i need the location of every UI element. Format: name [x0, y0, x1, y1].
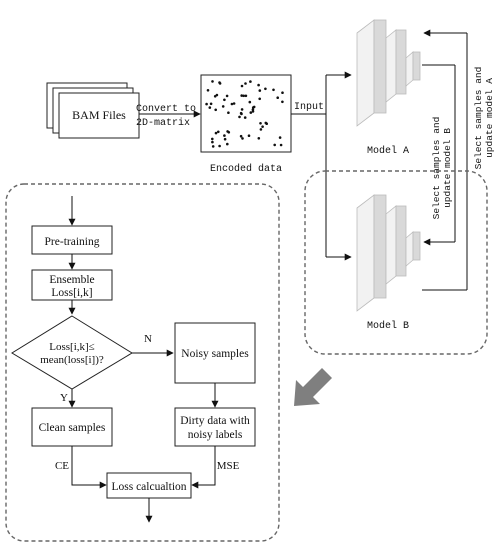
update-loops: [422, 29, 468, 291]
encoded-dot: [240, 84, 244, 88]
encoded-dot: [248, 100, 252, 104]
model-a-block: [356, 19, 421, 127]
dirty-data-label-line2: noisy labels: [188, 429, 243, 441]
input-label: Input: [294, 102, 324, 113]
bam-files-stack: BAM Files: [46, 82, 140, 139]
encoded-dot: [247, 134, 251, 137]
decision-label-line2: mean(loss[i])?: [40, 354, 104, 366]
encoded-dot: [214, 108, 217, 112]
mse-label: MSE: [217, 460, 240, 472]
encoded-dot: [239, 134, 243, 138]
encoded-dot: [206, 89, 210, 92]
input-connectors: [291, 71, 352, 261]
encoded-dot: [252, 105, 256, 109]
encoded-dot: [221, 105, 225, 108]
encoded-dot: [279, 143, 283, 147]
clean-samples-label: Clean samples: [39, 422, 106, 434]
convert-label-line2: 2D-matrix: [136, 117, 190, 129]
encoded-dot: [217, 130, 220, 134]
encoded-dot: [211, 145, 215, 148]
pretraining-label: Pre-training: [45, 236, 100, 248]
encoded-dot: [251, 110, 255, 113]
update-model-b-line2: update model B: [442, 128, 453, 208]
encoded-dot: [272, 88, 275, 92]
encoded-dot: [226, 130, 229, 133]
ce-label: CE: [55, 460, 69, 472]
encoded-dot: [211, 140, 214, 144]
encoded-dot: [244, 94, 248, 98]
clean-to-loss-arrow: [71, 446, 107, 489]
pretraining-box: [31, 225, 113, 255]
encoded-dot: [257, 137, 261, 140]
encoded-data-matrix: [200, 74, 292, 153]
encoded-dot: [239, 111, 243, 115]
encoded-dot: [249, 111, 253, 114]
encoded-dot: [223, 134, 226, 137]
no-branch-label: N: [144, 333, 152, 345]
dirty-data-box: [174, 407, 256, 447]
model-b-block: [356, 194, 421, 312]
update-model-a-line1: Select samples and: [473, 67, 484, 170]
encoded-dot: [205, 102, 208, 106]
decision-label-line1: Loss[i,k]≤: [49, 341, 94, 353]
encoded-dot: [208, 106, 212, 109]
encoded-dot: [226, 142, 229, 146]
encoded-dot: [259, 122, 262, 125]
encoded-dot: [240, 108, 244, 111]
encoded-dot: [232, 102, 236, 105]
encoded-data-dots: [205, 80, 284, 148]
encoded-dot: [238, 115, 241, 119]
encoded-dot: [264, 87, 267, 91]
dirty-to-loss-arrow: [191, 446, 216, 489]
ensemble-label-line2: Loss[i,k]: [51, 287, 92, 299]
encoded-dot: [243, 116, 247, 119]
encoded-dot: [276, 96, 280, 99]
encoded-dot: [242, 94, 245, 98]
model-b-label: Model B: [367, 320, 409, 332]
encoded-dot: [215, 93, 219, 97]
ensemble-label-line1: Ensemble: [49, 274, 94, 286]
encoded-dot: [259, 128, 263, 131]
encoded-dot: [218, 144, 221, 148]
dirty-data-label-line1: Dirty data with: [180, 415, 250, 427]
encoded-dot: [209, 102, 213, 106]
encoded-dot: [241, 137, 244, 140]
noisy-samples-box: [174, 322, 256, 384]
encoded-dot: [244, 82, 247, 85]
encoded-dot: [261, 125, 264, 128]
encoded-dot: [211, 80, 214, 83]
encoded-dot: [258, 89, 262, 92]
update-model-a-line2: update model A: [484, 78, 495, 158]
encoded-dot: [230, 102, 234, 106]
encoded-dot: [225, 94, 229, 98]
update-model-b-line1: Select samples and: [431, 117, 442, 220]
encoded-dot: [273, 143, 277, 147]
bam-files-label: BAM Files: [72, 108, 126, 122]
model-a-label: Model A: [367, 145, 409, 157]
yes-branch-label: Y: [60, 392, 68, 404]
encoded-dot: [249, 80, 252, 83]
encoded-dot: [278, 136, 282, 139]
loss-calculation-label: Loss calcualtion: [111, 481, 186, 493]
encoded-dot: [223, 137, 227, 141]
model-b-dashed-group: [304, 170, 488, 355]
training-flowchart-group: [5, 183, 280, 542]
encoded-dot: [281, 91, 284, 94]
encoded-dot: [214, 131, 218, 135]
encoded-dot: [258, 97, 262, 101]
encoded-dot: [218, 81, 221, 84]
encoded-dot: [211, 137, 214, 141]
encoded-data-label: Encoded data: [210, 163, 282, 175]
encoded-dot: [281, 100, 284, 104]
encoded-dot: [223, 98, 226, 102]
encoded-dot: [240, 94, 243, 97]
encoded-dot: [264, 121, 268, 125]
convert-label-line1: Convert to: [136, 104, 196, 115]
pointer-arrow-icon: [294, 368, 332, 406]
encoded-dot: [257, 83, 260, 87]
noisy-samples-label: Noisy samples: [181, 348, 249, 360]
encoded-dot: [227, 111, 230, 114]
